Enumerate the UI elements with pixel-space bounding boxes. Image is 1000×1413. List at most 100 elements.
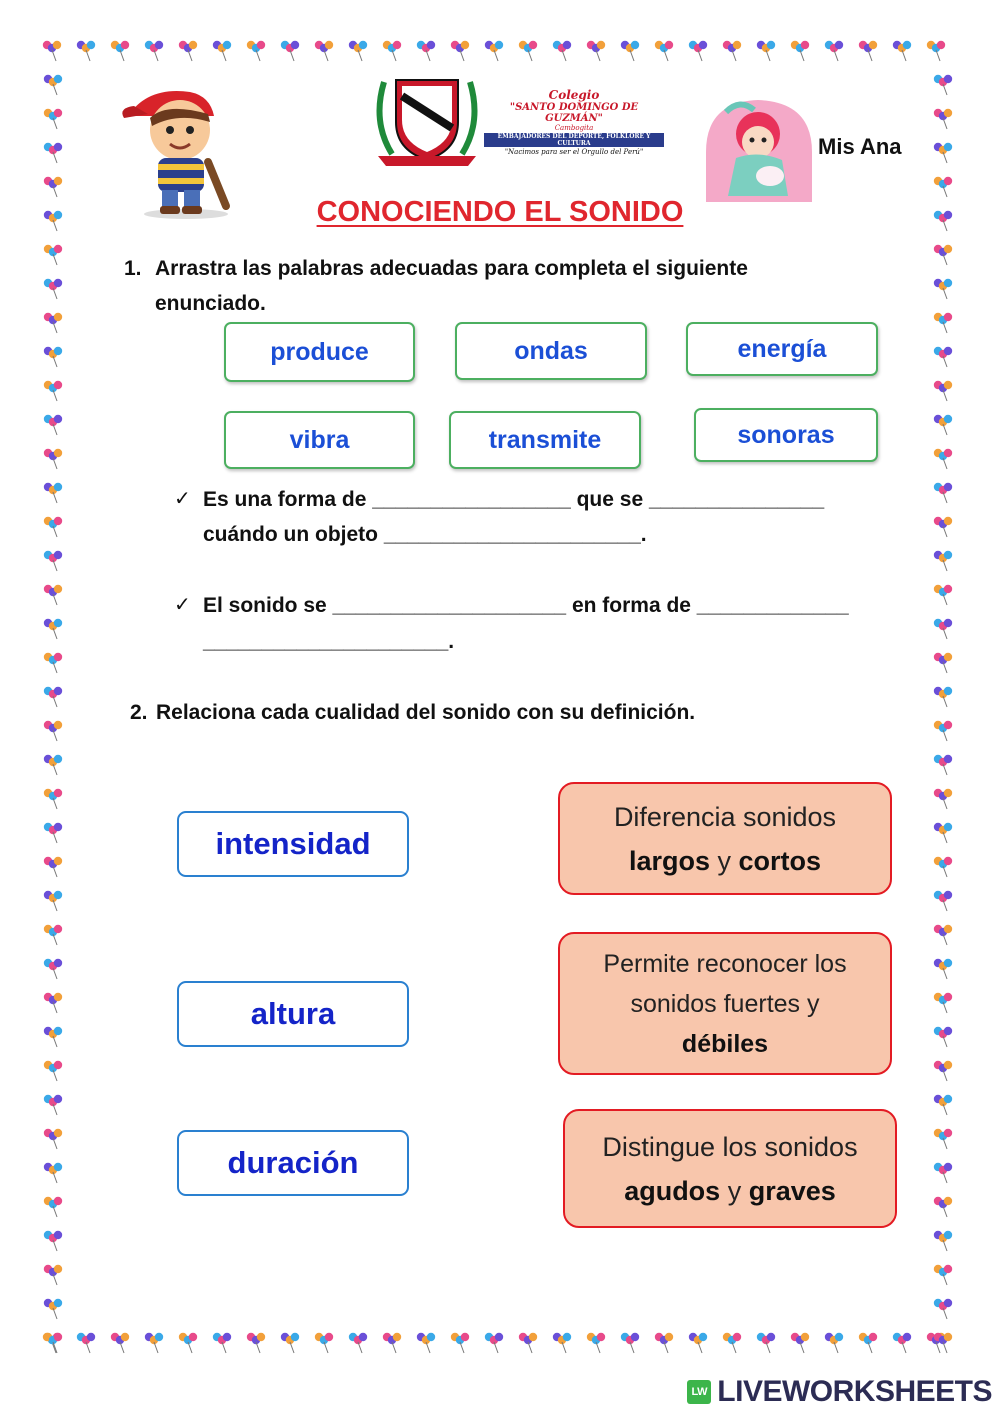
definition-line: sonidos fuertes y [631,984,820,1024]
balloon-icon [348,40,368,62]
word-tile-ondas[interactable]: ondas [455,322,647,380]
school-name-line1: Colegio [548,88,600,102]
balloon-icon [416,40,436,62]
balloon-icon [110,40,130,62]
balloon-icon [790,40,810,62]
balloon-icon [933,74,953,96]
balloon-icon [144,1332,164,1354]
balloon-icon [178,1332,198,1354]
balloon-icon [933,142,953,164]
balloon-icon [933,176,953,198]
checkmark-icon: ✓ [174,594,191,616]
balloon-icon [43,1128,63,1150]
balloon-icon [933,244,953,266]
balloon-icon [43,516,63,538]
word-tile-vibra[interactable]: vibra [224,411,415,469]
balloon-icon [933,210,953,232]
balloon-icon [43,278,63,300]
balloon-icon [933,1298,953,1320]
balloon-icon [933,754,953,776]
balloon-icon [43,448,63,470]
definition-line: Diferencia sonidos [614,795,836,839]
balloon-icon [42,40,62,62]
balloon-icon [280,1332,300,1354]
balloon-icon [43,720,63,742]
balloon-icon [933,924,953,946]
balloon-icon [933,346,953,368]
balloon-icon [933,108,953,130]
balloon-icon [824,40,844,62]
balloon-icon [933,686,953,708]
balloon-icon [824,1332,844,1354]
balloon-border-left [43,74,63,1354]
sentence2-line2[interactable]: _____________________. [203,630,455,653]
balloon-icon [43,312,63,334]
balloon-icon [110,1332,130,1354]
girl-illustration [706,100,812,202]
school-name-line4: EMBAJADORES DEL DEPORTE, FOLKLORE Y CULT… [484,133,664,147]
balloon-icon [178,40,198,62]
boy-illustration [122,91,230,219]
balloon-icon [43,992,63,1014]
balloon-icon [756,40,776,62]
balloon-icon [314,1332,334,1354]
question2-number: 2. [130,701,148,724]
balloon-icon [43,482,63,504]
definition-duracion[interactable]: Diferencia sonidos largos y cortos [558,782,892,895]
sentence2-line1[interactable]: El sonido se ____________________ en for… [203,594,849,617]
balloon-icon [484,40,504,62]
question1-line1: Arrastra las palabras adecuadas para com… [155,257,748,280]
balloon-icon [43,1264,63,1286]
definition-line: débiles [682,1024,768,1064]
balloon-icon [933,1332,953,1354]
quality-altura[interactable]: altura [177,981,409,1047]
word-tile-sonoras[interactable]: sonoras [694,408,878,462]
watermark-text: LIVEWORKSHEETS [717,1375,992,1408]
quality-intensidad[interactable]: intensidad [177,811,409,877]
balloon-border-top [42,40,946,62]
liveworksheets-watermark: LW LIVEWORKSHEETS [687,1375,992,1409]
balloon-icon [552,40,572,62]
balloon-icon [654,1332,674,1354]
balloon-icon [43,414,63,436]
definition-altura[interactable]: Distingue los sonidos agudos y graves [563,1109,897,1228]
teacher-name: Mis Ana [818,134,902,159]
question2-text: Relaciona cada cualidad del sonido con s… [156,701,696,724]
balloon-icon [586,1332,606,1354]
balloon-icon [933,482,953,504]
balloon-icon [933,380,953,402]
balloon-icon [43,856,63,878]
sentence1-line1[interactable]: Es una forma de _________________ que se… [203,488,825,511]
balloon-icon [43,1094,63,1116]
definition-text: Permite reconocer los [603,949,847,978]
balloon-icon [933,448,953,470]
balloon-icon [43,618,63,640]
balloon-icon [933,1026,953,1048]
balloon-icon [933,414,953,436]
balloon-icon [933,1264,953,1286]
question1-line2: enunciado. [155,292,266,315]
balloon-icon [43,652,63,674]
definition-line: Permite reconocer los [603,944,846,984]
liveworksheets-logo-icon: LW [687,1380,712,1404]
word-tile-transmite[interactable]: transmite [449,411,641,469]
balloon-icon [933,1128,953,1150]
balloon-icon [43,1298,63,1320]
balloon-icon [552,1332,572,1354]
definition-intensidad[interactable]: Permite reconocer los sonidos fuertes y … [558,932,892,1075]
balloon-icon [43,1060,63,1082]
quality-duracion[interactable]: duración [177,1130,409,1196]
balloon-icon [933,992,953,1014]
school-name-block: Colegio "SANTO DOMINGO DE GUZMÁN" Cambog… [484,88,664,156]
balloon-icon [450,1332,470,1354]
balloon-icon [382,40,402,62]
sentence1-line2[interactable]: cuándo un objeto ______________________. [203,523,647,546]
balloon-icon [43,958,63,980]
balloon-border-right [933,74,953,1354]
balloon-icon [43,346,63,368]
balloon-icon [43,1332,63,1354]
word-tile-energia[interactable]: energía [686,322,878,376]
school-crest-icon [376,79,478,166]
word-tile-produce[interactable]: produce [224,322,415,382]
balloon-icon [933,822,953,844]
